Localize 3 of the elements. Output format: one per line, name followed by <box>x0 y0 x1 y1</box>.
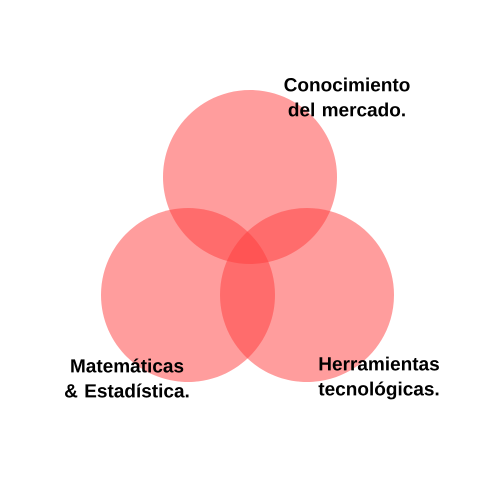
circle-label: Conocimiento del mercado. <box>284 78 410 116</box>
circle-label: Herramientas tecnológicas. <box>318 356 439 400</box>
circle-label: Matemáticas & Estadística. <box>65 358 188 398</box>
